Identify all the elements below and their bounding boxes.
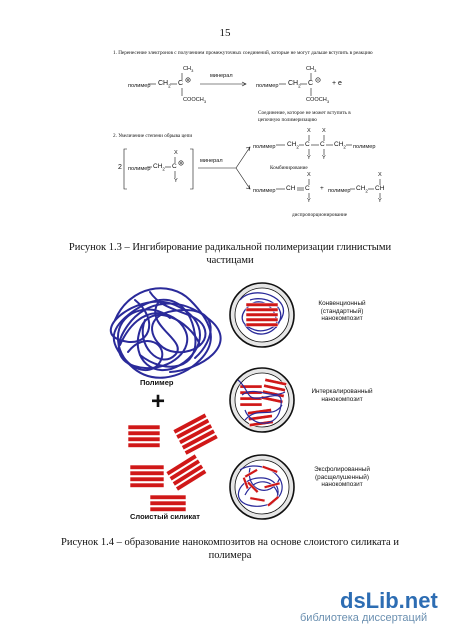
comb-x-right: X bbox=[322, 128, 326, 134]
nano3-label: Эксфолированный (расщелушенный) нанокомп… bbox=[296, 466, 388, 489]
disp-x-right: X bbox=[378, 172, 382, 178]
arrow2-mineral: минерал bbox=[200, 158, 223, 164]
polymer-label: Полимер bbox=[140, 378, 174, 387]
comb-ch2-right: CH2 bbox=[334, 141, 346, 150]
step1-title: 1. Перенесение электронов с получением п… bbox=[113, 50, 373, 56]
product1-ch3: CH3 bbox=[306, 66, 317, 74]
nano1-line1: Конвенционный bbox=[318, 300, 366, 307]
disp-polymer-right: полимер bbox=[328, 188, 351, 194]
reactant2-c: C bbox=[172, 163, 177, 170]
comb-polymer-right: полимер bbox=[353, 144, 376, 150]
product1-note-line2: цепочную полимеризацию bbox=[258, 117, 317, 123]
disp-ch2: CH2 bbox=[356, 185, 368, 194]
nano1-label: Конвенционный (стандартный) нанокомпозит bbox=[296, 300, 388, 323]
reactant1-ch3: CH3 bbox=[183, 66, 194, 74]
comb-ch2-left: CH2 bbox=[287, 141, 299, 150]
watermark-logo-tld: .net bbox=[398, 588, 438, 613]
product1-polymer: полимер bbox=[256, 83, 279, 89]
nano2-line1: Интеркалированный bbox=[311, 388, 373, 395]
nanocomposite-exfoliated bbox=[229, 454, 295, 520]
disp-x-left: X bbox=[307, 172, 311, 178]
disp-ch-right: CH bbox=[375, 185, 385, 192]
product1-ch2: CH2 bbox=[288, 80, 301, 89]
reactant2-coef: 2 bbox=[118, 164, 122, 171]
watermark: dsLib.net bbox=[340, 588, 445, 614]
comb-c-right: C bbox=[320, 141, 325, 148]
reactant1-polymer: полимер bbox=[128, 83, 151, 89]
arrow1-mineral: минерал bbox=[210, 73, 233, 79]
disp-y-right: Y bbox=[378, 198, 382, 204]
comb-polymer-left: полимер bbox=[253, 144, 276, 150]
nano2-line2: нанокомпозит bbox=[321, 395, 363, 403]
product1-note-line1: Соединение, которое не может вступить в bbox=[258, 110, 351, 116]
comb-y-left: Y bbox=[307, 155, 311, 161]
page-number: 15 bbox=[219, 27, 231, 39]
nanocomposite-intercalated bbox=[229, 367, 295, 433]
watermark-subtitle: библиотека диссертаций bbox=[300, 612, 428, 624]
reactant1-c: C bbox=[178, 80, 184, 87]
nano3-line2: (расщелушенный) bbox=[315, 473, 369, 481]
disp-c: C bbox=[305, 185, 310, 192]
product1-c: C bbox=[308, 80, 314, 87]
nano3-line1: Эксфолированный bbox=[314, 466, 370, 473]
reactant1-cooch3: COOCH3 bbox=[183, 97, 207, 105]
reactant1-ch2: CH2 bbox=[158, 80, 171, 89]
caption-figure-1-3: Рисунок 1.3 – Ингибирование радикальной … bbox=[68, 242, 392, 266]
polymer-coil bbox=[110, 287, 222, 379]
nanocomposite-conventional bbox=[229, 282, 295, 348]
disp-plus: + bbox=[320, 185, 324, 192]
nano1-line2: (стандартный) bbox=[320, 307, 364, 315]
reactant2-ch2: CH2 bbox=[153, 163, 165, 172]
silicate-label: Слоистый силикат bbox=[130, 512, 200, 521]
step2-title: 2. Увеличение степени обрыва цепи bbox=[113, 133, 193, 139]
comb-y-right: Y bbox=[322, 155, 326, 161]
silicate-stacks bbox=[127, 412, 219, 512]
disp-ch: CH bbox=[286, 185, 296, 192]
nano3-line3: нанокомпозит bbox=[321, 481, 363, 488]
reactant2-x: X bbox=[174, 150, 178, 156]
watermark-logo-main: dsLib bbox=[340, 588, 399, 613]
product1-plus-e: + e bbox=[332, 80, 342, 87]
reactant2-y: Y bbox=[174, 178, 178, 184]
disp-polymer-left: полимер bbox=[253, 188, 276, 194]
reactant2-polymer: полимер bbox=[128, 166, 151, 172]
watermark-logo: dsLib.net bbox=[340, 588, 445, 614]
combination-label: Комбинирование bbox=[270, 165, 308, 171]
comb-c-left: C bbox=[305, 141, 310, 148]
product1-cooch3: COOCH3 bbox=[306, 97, 330, 105]
plus-sign: + bbox=[151, 388, 166, 415]
nano2-label: Интеркалированный нанокомпозит bbox=[296, 388, 388, 403]
caption-figure-1-4: Рисунок 1.4 – образование нанокомпозитов… bbox=[61, 537, 399, 561]
disp-y-left: Y bbox=[307, 198, 311, 204]
disproportionation-label: диспропорционирование bbox=[292, 212, 348, 218]
nano1-line3: нанокомпозит bbox=[321, 315, 363, 322]
comb-x-left: X bbox=[307, 128, 311, 134]
